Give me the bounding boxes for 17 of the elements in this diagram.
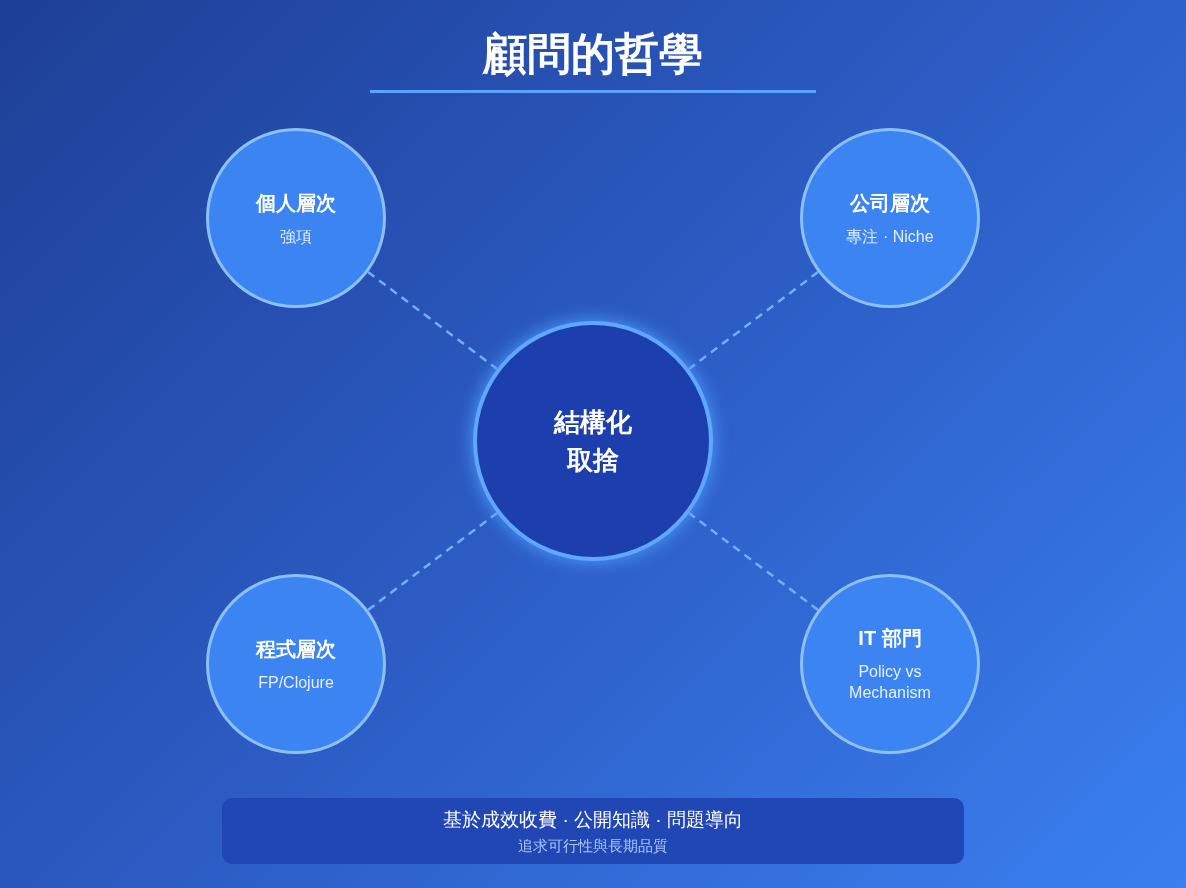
node-subtext: 追求可行性與長期品質: [518, 836, 668, 856]
node-subtext: FP/Clojure: [257, 672, 335, 693]
node-heading: 基於成效收費 · 公開知識 · 問題導向: [443, 807, 743, 832]
node-heading: IT 部門: [857, 626, 923, 651]
title: 顧問的哲學: [481, 28, 704, 80]
node-heading: 個人層次: [255, 190, 337, 216]
node-subtext: 強項: [279, 226, 313, 247]
node-subtext: 專注 · Niche: [845, 226, 935, 247]
dashed-connector: [688, 271, 819, 370]
dashed-connector: [367, 512, 498, 611]
summary-banner: [222, 798, 964, 864]
node-subtext: Policy vs Mechanism: [848, 662, 932, 703]
node-heading: 程式層次: [254, 636, 337, 662]
dashed-connector: [367, 271, 498, 370]
node-heading: 結構化取捨: [552, 406, 633, 477]
node-heading: 公司層次: [848, 190, 931, 216]
dashed-connector: [688, 512, 819, 611]
